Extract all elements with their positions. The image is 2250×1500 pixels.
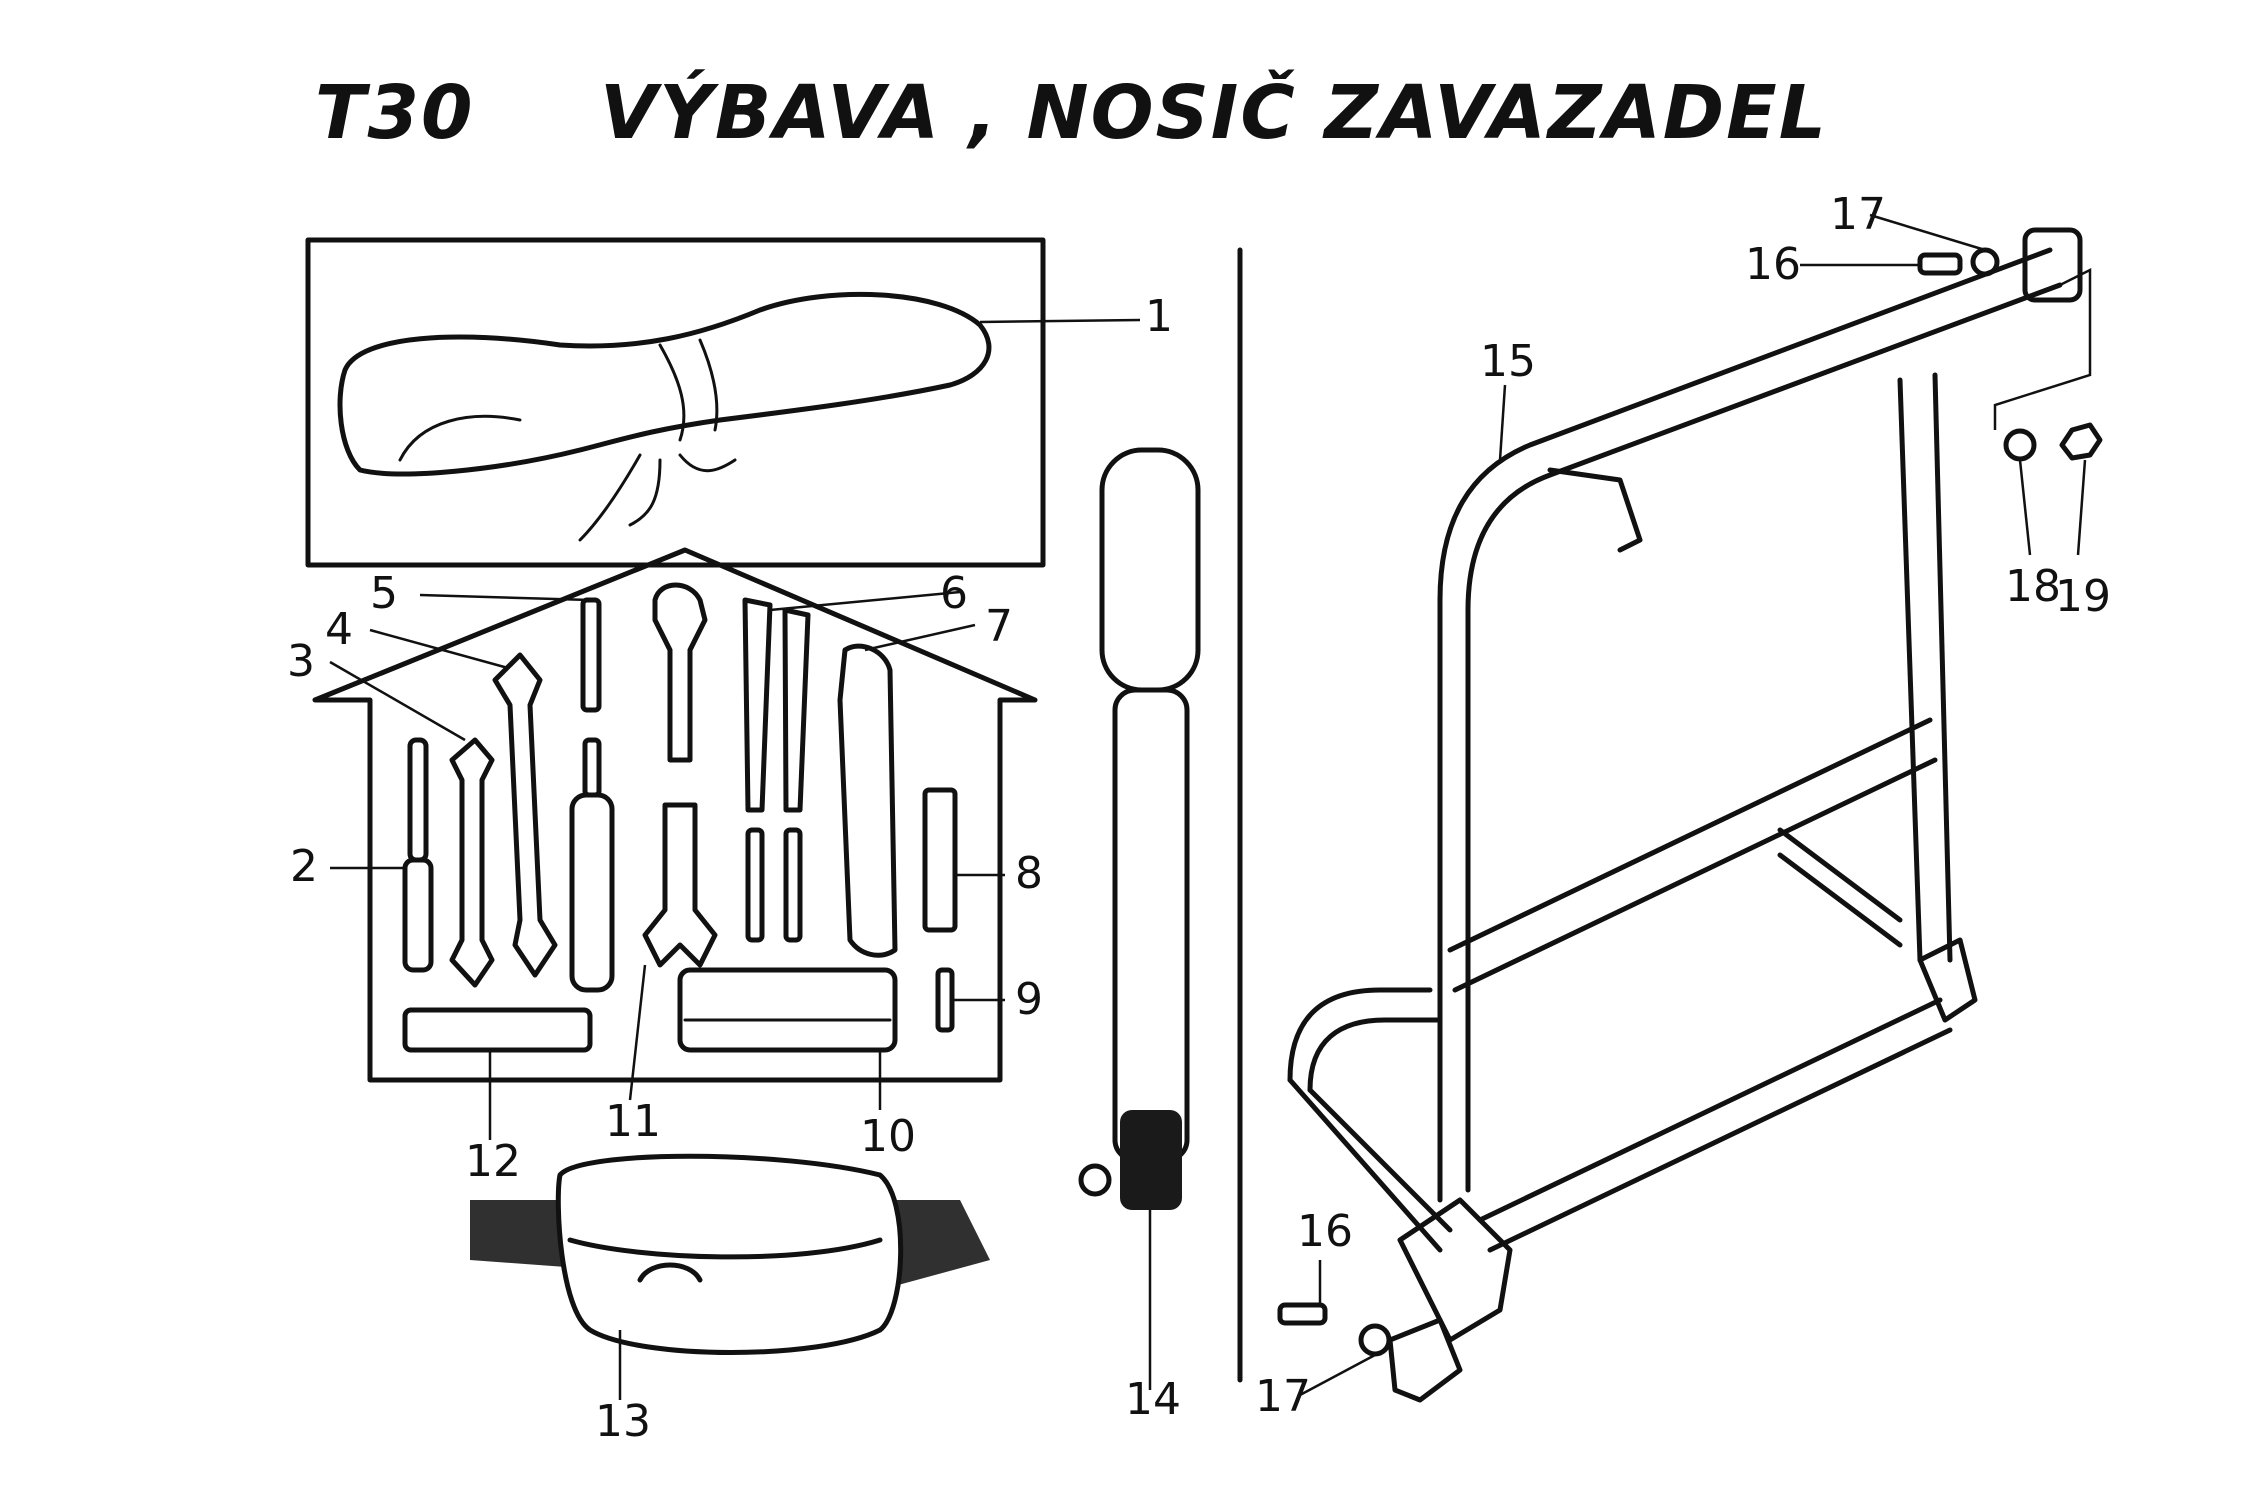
- callout-15: 15: [1480, 336, 1536, 387]
- callout-10: 10: [860, 1111, 916, 1162]
- callout-17a: 17: [1830, 189, 1886, 240]
- callout-9: 9: [1015, 974, 1043, 1025]
- callout-11: 11: [605, 1096, 661, 1147]
- diagram-heading: VÝBAVA , NOSIČ ZAVAZADEL: [600, 70, 1828, 156]
- callout-7: 7: [985, 601, 1013, 652]
- callout-12: 12: [465, 1136, 521, 1187]
- callout-5: 5: [370, 568, 398, 619]
- tool-board-illustration: [312, 547, 1038, 1083]
- callout-17b: 17: [1255, 1371, 1311, 1422]
- callout-6a: 6: [940, 568, 968, 619]
- callout-19: 19: [2055, 571, 2111, 622]
- callout-16b: 16: [1297, 1206, 1353, 1257]
- callout-16a: 16: [1745, 239, 1801, 290]
- tire-pump-illustration: [1078, 447, 1201, 1210]
- callout-14: 14: [1125, 1374, 1181, 1425]
- leader-lines: [329, 213, 2087, 1400]
- tool-roll-illustration: [305, 237, 1046, 568]
- callout-3: 3: [287, 636, 315, 687]
- callout-13: 13: [595, 1396, 651, 1447]
- callout-4: 4: [325, 604, 353, 655]
- tool-case-illustration: [470, 1153, 990, 1355]
- diagram-code: T30: [315, 70, 475, 156]
- luggage-carrier-illustration: [1277, 227, 2103, 1403]
- callout-2: 2: [290, 841, 318, 892]
- callout-8: 8: [1015, 848, 1043, 899]
- callout-18: 18: [2005, 561, 2061, 612]
- callout-1: 1: [1145, 291, 1173, 342]
